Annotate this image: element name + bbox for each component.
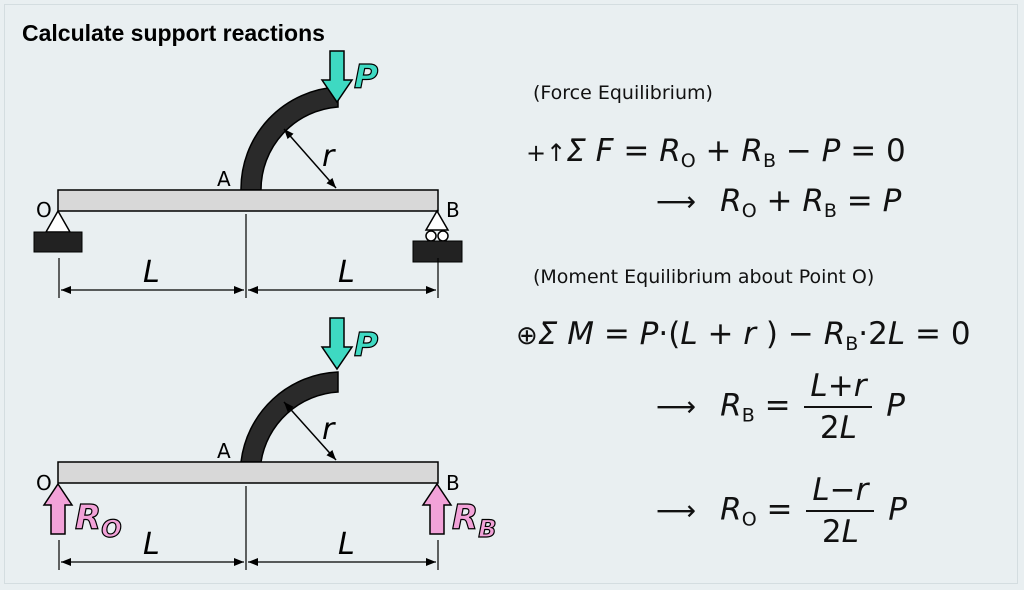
top-radius-label: r bbox=[322, 139, 336, 174]
bottom-radius-label: r bbox=[322, 412, 336, 447]
bottom-span-left: L bbox=[143, 527, 160, 562]
top-pin-ground bbox=[33, 231, 83, 253]
reaction-b-label: RB bbox=[452, 498, 496, 543]
bottom-beam-diagram: r P A O B RO RB L L bbox=[36, 317, 497, 570]
top-beam-diagram: r P A O B L L bbox=[33, 50, 463, 298]
top-span-left: L bbox=[143, 255, 160, 290]
bottom-span-right: L bbox=[338, 527, 355, 562]
reaction-arrow-o bbox=[42, 482, 74, 535]
reaction-o-label: RO bbox=[75, 498, 122, 543]
bottom-radius-line bbox=[283, 401, 337, 461]
top-point-o: O bbox=[36, 198, 52, 222]
top-beam bbox=[57, 189, 439, 212]
top-point-a: A bbox=[217, 167, 231, 191]
top-roller-support bbox=[424, 209, 450, 231]
bottom-curved-arm bbox=[240, 371, 339, 463]
bottom-point-b: B bbox=[446, 471, 460, 495]
bottom-point-a: A bbox=[217, 439, 231, 463]
bottom-load-label: P bbox=[354, 325, 378, 364]
top-span-right: L bbox=[338, 255, 355, 290]
bottom-point-o: O bbox=[36, 471, 52, 495]
bottom-load-arrow bbox=[320, 317, 354, 371]
page-title: Calculate support reactions bbox=[22, 20, 325, 46]
force-sign: +↑ bbox=[526, 139, 567, 167]
top-load-label: P bbox=[354, 57, 378, 96]
force-heading: (Force Equilibrium) bbox=[533, 82, 713, 104]
bottom-beam bbox=[57, 461, 439, 484]
moment-equation: ⊕Σ M = P·(L + r ) − RB·2L = 0 bbox=[516, 316, 971, 355]
top-radius-line bbox=[283, 128, 337, 189]
moment-sign: ⊕ bbox=[516, 321, 538, 351]
figure-frame bbox=[4, 4, 1018, 584]
force-result: ⟶RO + RB = P bbox=[656, 183, 902, 222]
reaction-arrow-b bbox=[421, 482, 453, 535]
top-point-b: B bbox=[446, 198, 460, 222]
moment-heading: (Moment Equilibrium about Point O) bbox=[533, 266, 875, 288]
top-load-arrow bbox=[320, 50, 354, 104]
force-equation: +↑Σ F = RO + RB − P = 0 bbox=[526, 133, 906, 172]
